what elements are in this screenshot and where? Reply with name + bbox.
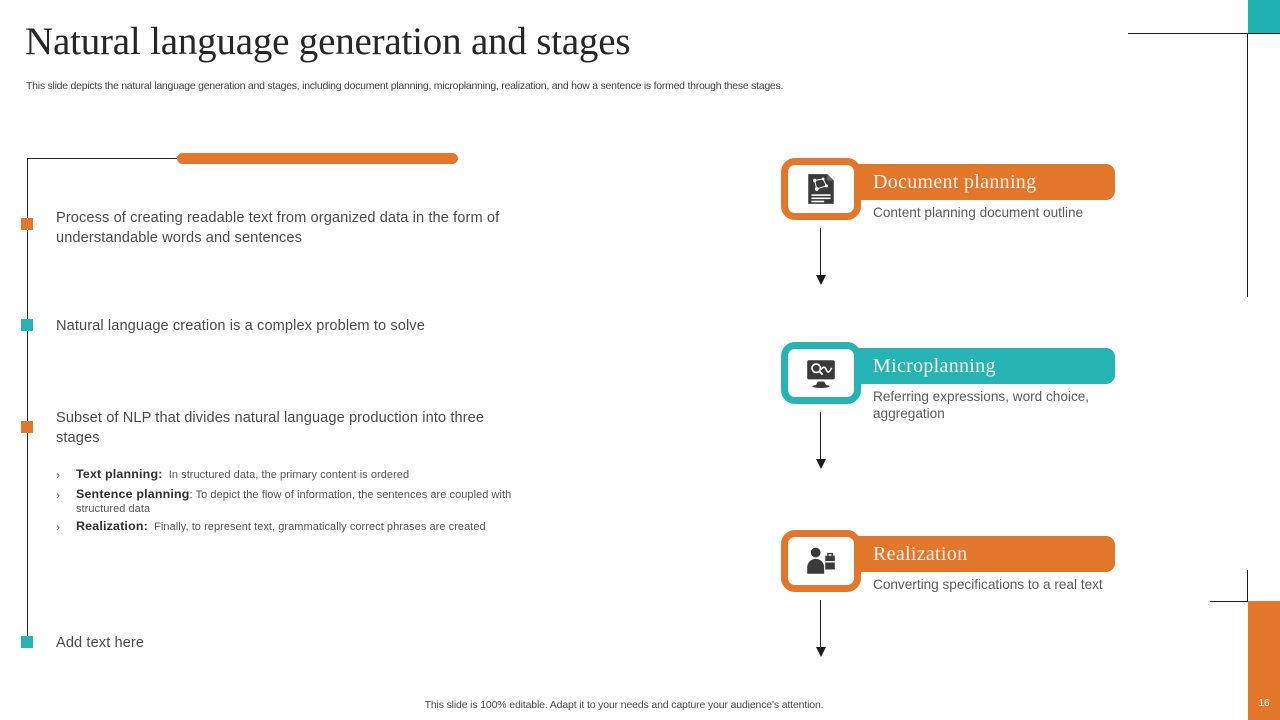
chevron-right-icon: › — [56, 519, 60, 534]
chevron-right-icon: › — [56, 468, 60, 482]
sub-bullet-body-2: Sentence planning: To depict the flow of… — [76, 486, 526, 517]
sub-bullet-detail-3: Finally, to represent text, grammaticall… — [154, 520, 486, 533]
timeline-axis — [27, 158, 28, 645]
timeline-bullet-2 — [21, 319, 33, 331]
stage-description-document-planning: Content planning document outline — [873, 205, 1084, 220]
monitor-analysis-icon — [807, 360, 835, 388]
timeline-text-2: Natural language creation is a complex p… — [56, 318, 425, 334]
stage-description-microplanning: Referring expressions, word choice, aggr… — [873, 389, 1090, 422]
bottom-right-vertical-rule — [1247, 570, 1248, 602]
accent-pill — [177, 153, 458, 164]
timeline-text-3: Subset of NLP that divides natural langu… — [56, 410, 485, 446]
bottom-right-horizontal-rule — [1210, 601, 1280, 602]
timeline-text-1: Process of creating readable text from o… — [56, 210, 500, 246]
top-right-vertical-rule — [1247, 33, 1248, 297]
page-number: 16 — [1258, 698, 1270, 709]
stage-bar-microplanning: Microplanning — [820, 348, 1115, 384]
stage-iconbox-microplanning — [781, 342, 861, 404]
timeline-bullet-4 — [21, 636, 33, 648]
timeline-bullet-1 — [21, 218, 33, 230]
top-right-horizontal-rule — [1128, 33, 1280, 34]
sub-bullet-item-2: › Sentence planning: To depict the flow … — [56, 486, 526, 517]
sub-bullet-item-1: › Text planning: In structured data, the… — [56, 466, 526, 485]
stage-iconbox-document-planning — [781, 158, 861, 220]
sub-bullet-detail-1: In structured data, the primary content … — [168, 469, 410, 481]
stage-arrow-2 — [815, 412, 826, 469]
sub-bullet-body-3: Realization: Finally, to represent text,… — [76, 518, 486, 535]
sub-bullet-detail-2: : To depict the flow of information, the… — [76, 488, 512, 516]
stage-bar-realization: Realization — [820, 536, 1115, 572]
sub-bullet-term-2: Sentence planning — [76, 486, 190, 501]
sub-bullet-term-3: Realization: — [76, 518, 148, 533]
stage-title-microplanning: Microplanning — [873, 354, 996, 377]
stage-bar-document-planning: Document planning — [820, 164, 1115, 200]
stage-arrow-3 — [815, 600, 826, 657]
top-right-teal-square — [1248, 0, 1280, 33]
page-title: Natural language generation and stages — [25, 20, 631, 63]
chevron-right-icon: › — [56, 487, 60, 502]
document-network-icon — [808, 174, 834, 204]
bottom-right-orange-block — [1248, 601, 1280, 720]
timeline-text-4: Add text here — [56, 635, 145, 651]
sub-bullet-item-3: › Realization: Finally, to represent tex… — [56, 518, 526, 537]
sub-bullet-list: › Text planning: In structured data, the… — [56, 466, 526, 537]
stage-title-document-planning: Document planning — [873, 170, 1037, 193]
sub-bullet-term-1: Text planning: — [76, 467, 163, 481]
timeline-bullet-3 — [21, 421, 33, 433]
page-subtitle: This slide depicts the natural language … — [26, 80, 784, 92]
footer-note: This slide is 100% editable. Adapt it to… — [424, 699, 824, 711]
stage-iconbox-realization — [781, 530, 861, 592]
stage-title-realization: Realization — [873, 542, 968, 565]
person-briefcase-icon — [807, 547, 835, 574]
stage-description-realization: Converting specifications to a real text — [873, 577, 1103, 592]
timeline-top-connector — [27, 158, 179, 159]
sub-bullet-body-1: Text planning: In structured data, the p… — [76, 466, 409, 483]
stage-arrow-1 — [815, 228, 826, 285]
